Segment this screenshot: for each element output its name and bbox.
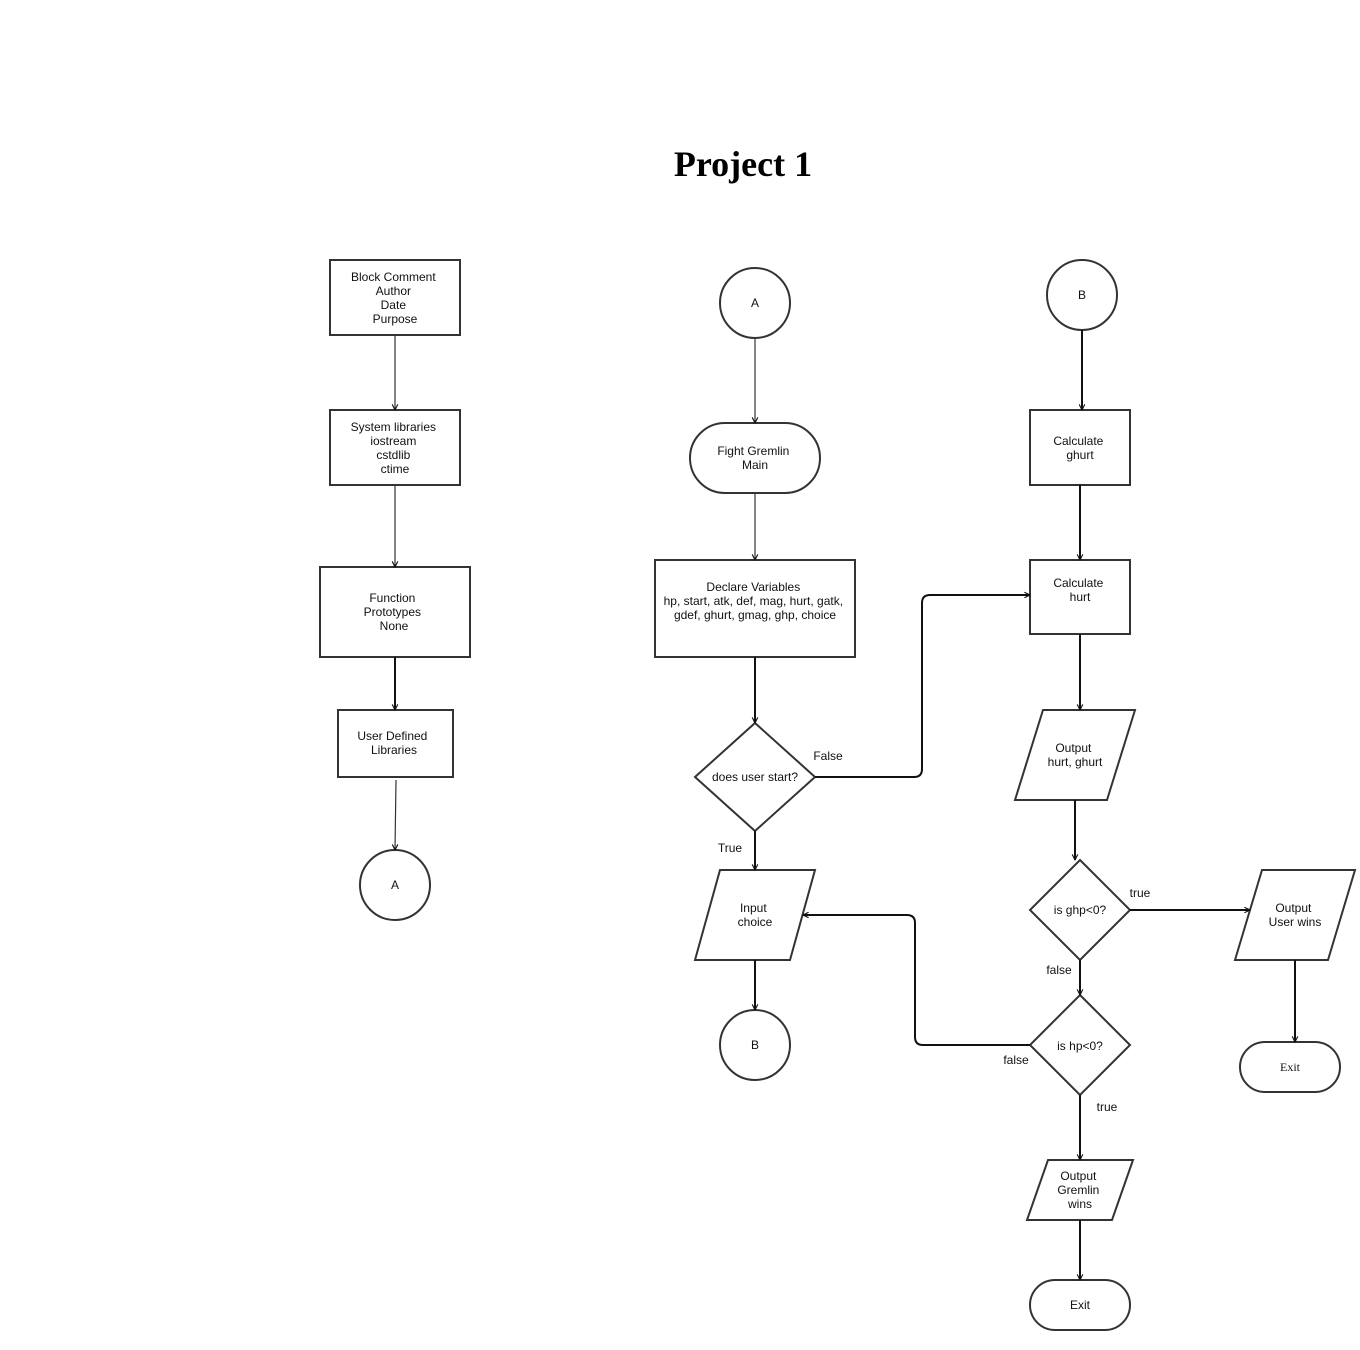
fight-gremlin-label: Fight Gremlin Main — [717, 444, 792, 472]
system-libraries-box: System libraries iostream cstdlib ctime — [329, 409, 461, 486]
is-hp-decision: is hp<0? — [1028, 993, 1132, 1097]
exit-gremlin-label: Exit — [1070, 1298, 1091, 1312]
edge-label-hp-true: true — [1097, 1100, 1118, 1114]
edge-label-hp-false: false — [1003, 1053, 1029, 1067]
user-defined-libraries-label: User Defined Libraries — [357, 729, 430, 757]
connector-a-left: A — [359, 849, 431, 921]
connector-b-top: B — [1046, 259, 1118, 331]
is-ghp-decision: is ghp<0? — [1028, 858, 1132, 962]
connector-a-top-label: A — [751, 296, 759, 310]
output-gremlin-wins-label: Output Gremlin wins — [1057, 1169, 1102, 1211]
is-ghp-label: is ghp<0? — [1054, 903, 1107, 917]
connector-b-bottom: B — [719, 1009, 791, 1081]
output-user-wins-parallelogram: Output User wins — [1233, 869, 1357, 961]
is-hp-label: is hp<0? — [1057, 1039, 1103, 1053]
function-prototypes-box: Function Prototypes None — [319, 566, 471, 658]
declare-variables-box: Declare Variables hp, start, atk, def, m… — [654, 559, 856, 658]
input-choice-parallelogram: Input choice — [693, 869, 817, 961]
calculate-hurt-box: Calculate hurt — [1029, 559, 1131, 635]
does-user-start-decision: does user start? — [693, 721, 817, 833]
edge-label-ghp-true: true — [1130, 886, 1151, 900]
user-defined-libraries-box: User Defined Libraries — [337, 709, 454, 778]
edge-label-start-true: True — [718, 841, 743, 855]
edge-label-start-false: False — [813, 749, 843, 763]
connector-a-top: A — [719, 267, 791, 339]
input-choice-label: Input choice — [738, 901, 773, 929]
edge-label-ghp-false: false — [1046, 963, 1072, 977]
function-prototypes-label: Function Prototypes None — [364, 591, 425, 633]
declare-variables-label: Declare Variables hp, start, atk, def, m… — [664, 580, 847, 622]
exit-user-label: Exit — [1280, 1060, 1301, 1074]
connector-b-bottom-label: B — [751, 1038, 759, 1052]
output-hurt-ghurt-label: Output hurt, ghurt — [1048, 741, 1103, 769]
block-comment-box: Block Comment Author Date Purpose — [329, 259, 461, 336]
diagram-title: Project 1 — [674, 144, 812, 184]
exit-user-terminal: Exit — [1239, 1041, 1341, 1093]
calculate-hurt-label: Calculate hurt — [1053, 576, 1106, 604]
output-gremlin-wins-parallelogram: Output Gremlin wins — [1025, 1159, 1135, 1221]
fight-gremlin-terminal: Fight Gremlin Main — [689, 422, 821, 494]
edge-user-defined-to-connector-a — [395, 779, 396, 850]
connector-a-left-label: A — [391, 878, 399, 892]
edge-start-false-to-calculate-hurt — [815, 595, 1030, 778]
connector-b-top-label: B — [1078, 288, 1086, 302]
does-user-start-label: does user start? — [712, 770, 798, 784]
edge-hp-false-to-input-choice — [803, 915, 1030, 1046]
calculate-ghurt-box: Calculate ghurt — [1029, 409, 1131, 486]
output-hurt-ghurt-parallelogram: Output hurt, ghurt — [1013, 709, 1137, 801]
output-user-wins-label: Output User wins — [1269, 901, 1322, 929]
exit-gremlin-terminal: Exit — [1029, 1279, 1131, 1331]
calculate-ghurt-label: Calculate ghurt — [1053, 434, 1106, 462]
block-comment-label: Block Comment Author Date Purpose — [351, 270, 439, 326]
system-libraries-label: System libraries iostream cstdlib ctime — [351, 420, 440, 476]
